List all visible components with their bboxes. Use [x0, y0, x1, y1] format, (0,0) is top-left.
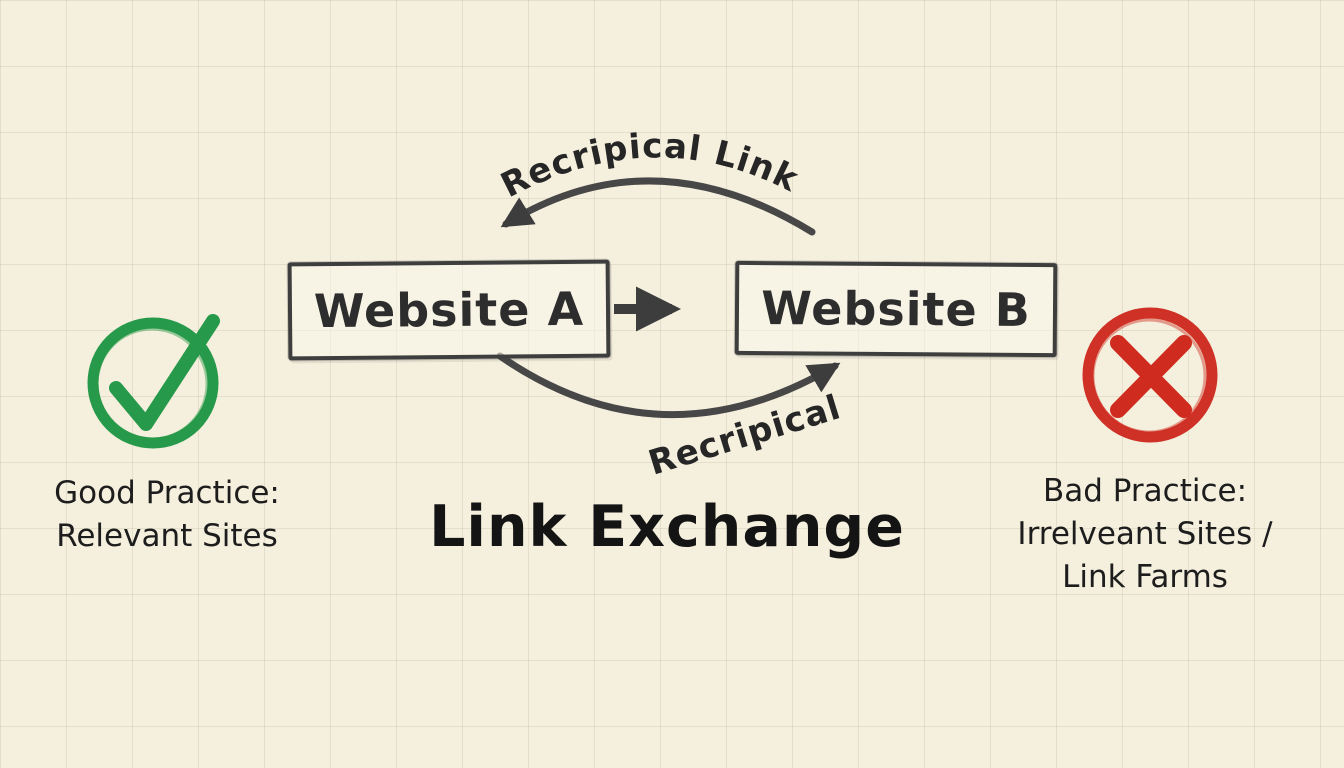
cross-circle — [1082, 307, 1218, 443]
cross-mark — [1110, 335, 1192, 418]
cross-icon — [1082, 307, 1218, 443]
bad-practice-line1: Bad Practice: — [1042, 473, 1248, 509]
website-b-box: Website B — [734, 260, 1058, 358]
website-a-box: Website A — [287, 259, 611, 361]
check-icon — [87, 314, 220, 449]
bad-practice-line3: Link Farms — [1062, 558, 1228, 595]
page-title: Link Exchange — [429, 494, 905, 560]
good-practice-line1: Good Practice: — [54, 475, 280, 511]
good-practice-caption: Good Practice: Relevant Sites — [14, 472, 320, 558]
website-b-label: Website B — [760, 281, 1031, 337]
bottom-reciprocal-arrow — [496, 352, 841, 418]
good-practice-line2: Relevant Sites — [56, 517, 278, 554]
check-circle — [87, 317, 219, 449]
top-arrow-label: Recripical Link — [495, 126, 805, 206]
website-a-label: Website A — [313, 281, 585, 339]
cross-circle-inner-stroke — [1091, 318, 1207, 434]
check-circle-inner-stroke — [95, 327, 209, 441]
check-mark — [109, 314, 220, 431]
bad-practice-line2: Irrelveant Sites / — [1017, 515, 1273, 552]
bad-practice-caption: Bad Practice: Irrelveant Sites / Link Fa… — [982, 470, 1308, 598]
top-reciprocal-arrow — [500, 177, 816, 236]
